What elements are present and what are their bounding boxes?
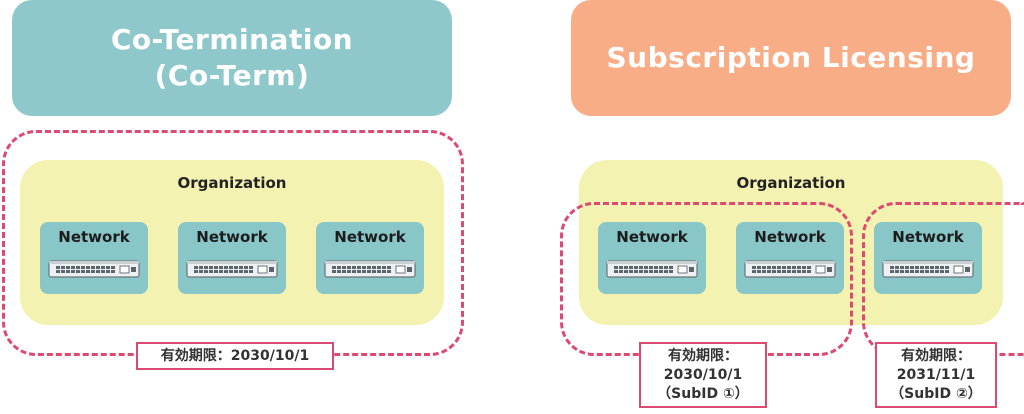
subid-label: （SubID ①）: [657, 385, 749, 402]
network-label: Network: [892, 228, 964, 246]
expiry-heading: 有効期限：: [901, 347, 971, 364]
co-termination-header: Co-Termination (Co-Term): [12, 0, 452, 116]
subid1-expiry-badge: 有効期限： 2030/10/1 （SubID ①）: [639, 342, 767, 408]
network-label: Network: [334, 228, 406, 246]
expiry-text: 有効期限：2030/10/1: [160, 347, 310, 364]
network-switch-icon: [186, 260, 278, 278]
network-card: Network: [178, 222, 286, 294]
network-card: Network: [598, 222, 706, 294]
subid-label: （SubID ②）: [890, 385, 982, 402]
subid1-license-boundary: [560, 202, 853, 356]
co-term-license-boundary: [2, 130, 464, 356]
network-switch-icon: [744, 260, 836, 278]
subscription-licensing-header: Subscription Licensing: [571, 0, 1011, 116]
network-switch-icon: [324, 260, 416, 278]
subid2-license-boundary: [862, 202, 1024, 356]
network-label: Network: [58, 228, 130, 246]
network-label: Network: [754, 228, 826, 246]
co-termination-title: Co-Termination: [110, 23, 354, 56]
network-switch-icon: [882, 260, 974, 278]
network-label: Network: [616, 228, 688, 246]
network-card: Network: [40, 222, 148, 294]
co-termination-subtitle: (Co-Term): [154, 59, 310, 92]
network-card: Network: [874, 222, 982, 294]
network-switch-icon: [48, 260, 140, 278]
subid2-expiry-badge: 有効期限： 2031/11/1 （SubID ②）: [875, 342, 997, 408]
co-term-expiry-badge: 有効期限：2030/10/1: [136, 342, 334, 370]
organization-label: Organization: [177, 174, 287, 192]
expiry-heading: 有効期限：: [668, 347, 738, 364]
network-card: Network: [316, 222, 424, 294]
network-label: Network: [196, 228, 268, 246]
network-switch-icon: [606, 260, 698, 278]
organization-label: Organization: [736, 174, 846, 192]
expiry-date: 2030/10/1: [663, 366, 743, 383]
expiry-date: 2031/11/1: [896, 366, 976, 383]
subscription-licensing-title: Subscription Licensing: [606, 41, 976, 74]
